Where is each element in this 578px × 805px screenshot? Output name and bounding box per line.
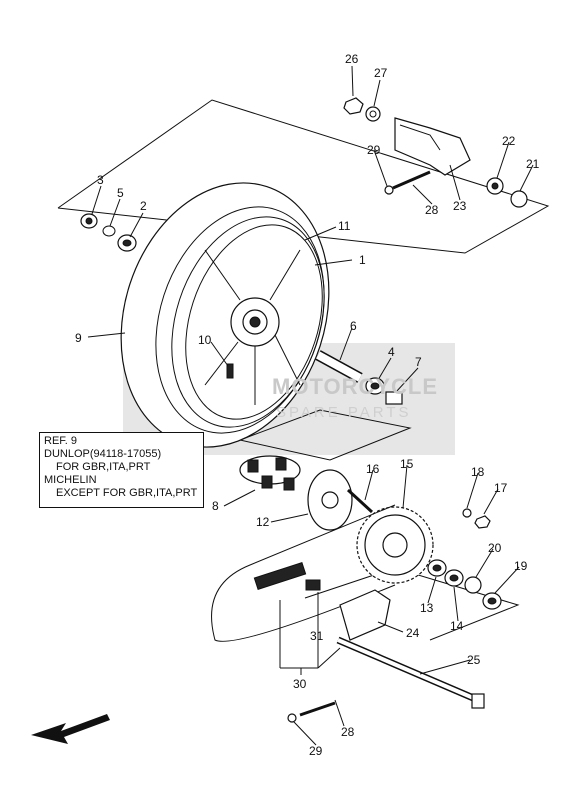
sprocket-hub <box>307 469 353 531</box>
oil-seal-19 <box>482 592 502 610</box>
callout-16: 16 <box>366 462 380 476</box>
callout-24: 24 <box>406 626 420 640</box>
drive-chain <box>211 504 396 642</box>
callout-17: 17 <box>494 481 508 495</box>
reference-note-box: REF. 9 DUNLOP(94118-17055) FOR GBR,ITA,P… <box>39 432 204 508</box>
washer-27 <box>365 106 381 122</box>
nut-26 <box>343 97 364 115</box>
nut-17 <box>474 515 491 529</box>
washer-18 <box>462 508 472 518</box>
callout-10: 10 <box>198 333 212 347</box>
callout-26: 26 <box>345 52 359 66</box>
callout-1: 1 <box>359 253 366 267</box>
callout-13: 13 <box>420 601 434 615</box>
callout-14: 14 <box>450 619 464 633</box>
callout-28-upper: 28 <box>425 203 439 217</box>
ref-line-3: FOR GBR,ITA,PRT <box>56 461 151 473</box>
callout-29-lower: 29 <box>309 744 323 758</box>
callout-5: 5 <box>117 186 124 200</box>
callout-18: 18 <box>471 465 485 479</box>
collar-22 <box>486 177 504 195</box>
axle-frame-mid <box>239 409 412 461</box>
callout-8: 8 <box>212 499 219 513</box>
callout-25: 25 <box>467 653 481 667</box>
callout-29-upper: 29 <box>367 143 381 157</box>
bearing-4 <box>365 377 385 395</box>
callout-20: 20 <box>488 541 502 555</box>
callout-23: 23 <box>453 199 467 213</box>
callout-3: 3 <box>97 173 104 187</box>
callout-labels: 1 2 3 4 5 6 7 8 9 10 11 12 13 14 15 16 1… <box>75 52 540 758</box>
bearing-13 <box>427 559 447 577</box>
leader-lines <box>87 65 534 746</box>
callout-27: 27 <box>374 66 388 80</box>
collar <box>315 350 363 383</box>
callout-9: 9 <box>75 331 82 345</box>
callout-19: 19 <box>514 559 528 573</box>
callout-12: 12 <box>256 515 270 529</box>
bearing-2 <box>117 234 137 252</box>
bolt-16 <box>346 488 374 514</box>
ref-line-5: EXCEPT FOR GBR,ITA,PRT <box>56 487 198 499</box>
axle-frame-upper <box>57 99 550 254</box>
callout-2: 2 <box>140 199 147 213</box>
oil-seal-3 <box>80 213 98 229</box>
callout-6: 6 <box>350 319 357 333</box>
bearing-14 <box>444 569 464 587</box>
callout-21: 21 <box>526 157 540 171</box>
callout-15: 15 <box>400 457 414 471</box>
rear-sprocket <box>356 506 434 584</box>
callout-11: 11 <box>338 219 351 233</box>
rear-wheel <box>120 182 330 448</box>
callout-31: 31 <box>310 629 324 643</box>
collar-20 <box>464 576 482 594</box>
chain-case <box>339 589 391 641</box>
circlip-5 <box>102 225 116 237</box>
chain-puller <box>384 117 471 195</box>
callout-30: 30 <box>293 677 307 691</box>
callout-7: 7 <box>415 355 422 369</box>
front-arrow-icon <box>31 714 110 744</box>
ref-line-4: MICHELIN <box>44 474 97 486</box>
callout-22: 22 <box>502 134 516 148</box>
axle-frame-lower <box>304 567 520 641</box>
callout-28-lower: 28 <box>341 725 355 739</box>
ref-line-2: DUNLOP(94118-17055) <box>44 448 162 460</box>
rear-axle <box>336 636 485 709</box>
bearing-7 <box>385 391 403 405</box>
callout-4: 4 <box>388 345 395 359</box>
collar-21 <box>510 190 528 208</box>
chain-joint <box>305 579 321 591</box>
watermark-subtitle: SPARE PARTS <box>276 404 412 421</box>
adjust-bolt-lower <box>287 701 336 723</box>
watermark-title: MOTORCYCLE <box>272 374 439 399</box>
ref-line-1: REF. 9 <box>44 435 78 447</box>
hub-damper <box>239 455 301 491</box>
valve-10 <box>226 363 234 379</box>
